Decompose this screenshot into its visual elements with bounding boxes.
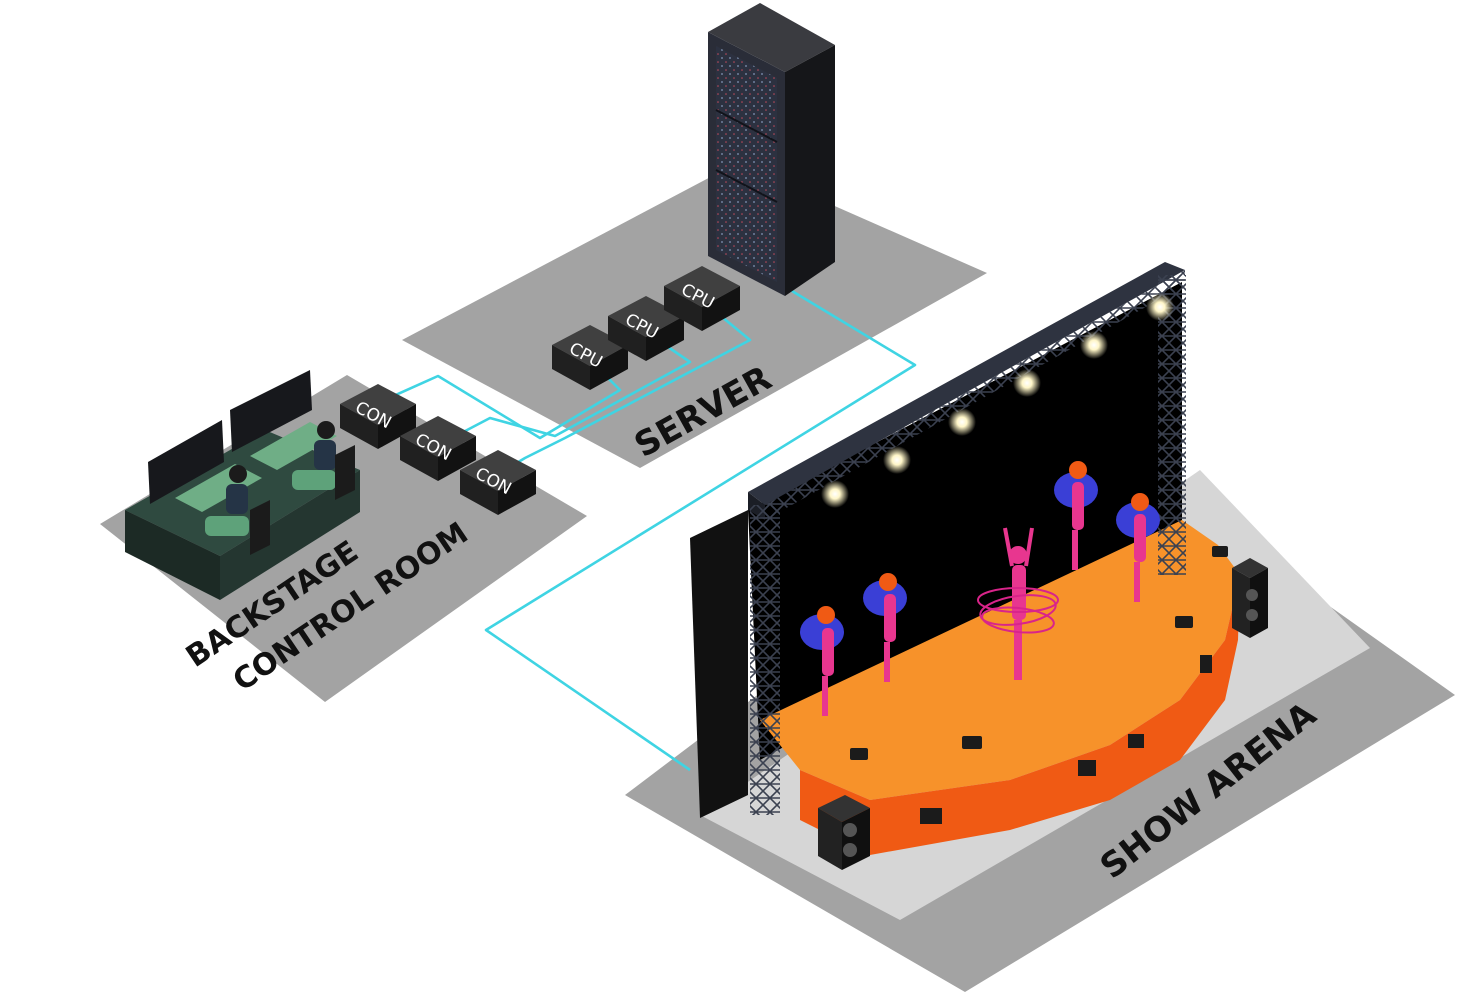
stage bbox=[690, 282, 1240, 855]
backdrop-side bbox=[690, 510, 748, 818]
dancer-figure bbox=[1116, 493, 1160, 602]
dancer-figure bbox=[1054, 461, 1098, 570]
hoop-dancer-figure bbox=[977, 527, 1059, 680]
cpu-unit: CPU bbox=[608, 296, 684, 361]
speaker-icon bbox=[818, 795, 870, 870]
stage-front bbox=[800, 575, 1240, 855]
con-unit: CON bbox=[340, 384, 416, 449]
chair-icon bbox=[250, 445, 355, 555]
spotlight-icon bbox=[821, 293, 1174, 508]
con-unit: CON bbox=[460, 450, 536, 515]
backdrop-screen bbox=[748, 282, 1182, 760]
dancer-figure bbox=[863, 573, 907, 682]
operator-figure bbox=[205, 421, 336, 536]
speaker-icon bbox=[1232, 558, 1268, 638]
con-unit: CON bbox=[400, 416, 476, 481]
stage-deck bbox=[760, 520, 1240, 800]
dancer-figure bbox=[800, 606, 844, 716]
floor-light-icon bbox=[850, 546, 1228, 760]
server-rack bbox=[708, 3, 835, 296]
monitor-icon bbox=[148, 370, 312, 504]
lighting-truss bbox=[748, 262, 1186, 815]
cpu-unit: CPU bbox=[664, 266, 740, 331]
